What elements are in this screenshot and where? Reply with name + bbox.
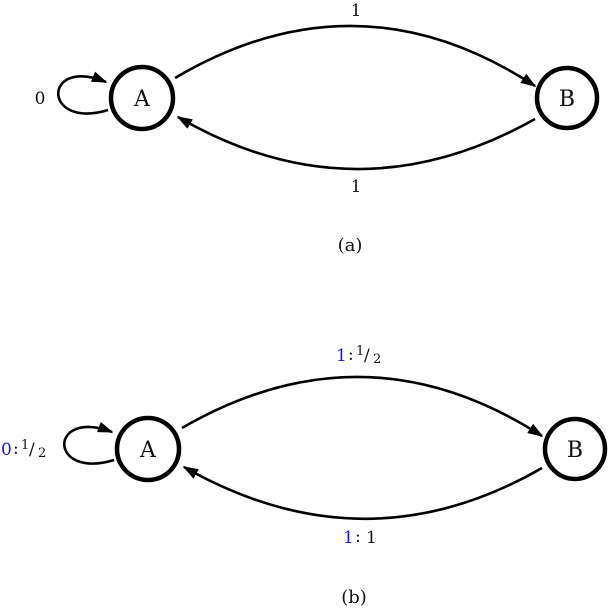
edge-b-to-a — [182, 465, 543, 521]
edge-b-to-a-label: 1 — [351, 177, 362, 197]
edge-a-to-b-label: 1 : 1 / 2 — [336, 344, 381, 367]
self-loop-a — [63, 421, 115, 465]
weight-numerator: 1 — [356, 344, 364, 359]
edge-a-to-b — [181, 375, 544, 438]
caption-b: (b) — [341, 587, 367, 608]
diagram-a: A B 1 1 0 (a) — [35, 1, 600, 256]
edge-b-to-a — [176, 115, 536, 171]
edge-symbol: 0 — [1, 440, 12, 460]
state-b-node — [542, 416, 608, 482]
label-separator: : — [348, 345, 354, 365]
state-b-label: B — [559, 87, 575, 112]
edge-a-to-b — [174, 24, 537, 88]
caption-a: (a) — [338, 235, 363, 256]
edge-b-to-a-label: 1 : 1 — [343, 527, 377, 548]
self-loop-a-label: 0 : 1 / 2 — [1, 438, 46, 461]
fraction-slash: / — [29, 440, 35, 460]
label-separator: : — [355, 527, 361, 547]
weight-numerator: 1 — [21, 438, 29, 453]
fraction-slash: / — [364, 346, 370, 366]
state-a-node — [114, 415, 182, 483]
edge-symbol: 1 — [336, 346, 347, 366]
state-b-node — [534, 65, 600, 131]
self-loop-a-label: 0 — [35, 89, 46, 109]
label-separator: : — [13, 439, 19, 459]
edge-weight: 1 — [366, 528, 377, 548]
state-a-label: A — [133, 87, 151, 112]
state-b-label: B — [567, 438, 583, 463]
weight-denominator: 2 — [38, 446, 46, 461]
state-a-label: A — [139, 438, 157, 463]
weight-denominator: 2 — [373, 352, 381, 367]
diagram-b: A B 1 : 1 / 2 1 : 1 0 : 1 / 2 (b) — [1, 344, 608, 608]
self-loop-a — [57, 71, 109, 115]
state-a-node — [108, 64, 176, 132]
edge-symbol: 1 — [343, 528, 354, 548]
edge-a-to-b-label: 1 — [351, 1, 362, 21]
